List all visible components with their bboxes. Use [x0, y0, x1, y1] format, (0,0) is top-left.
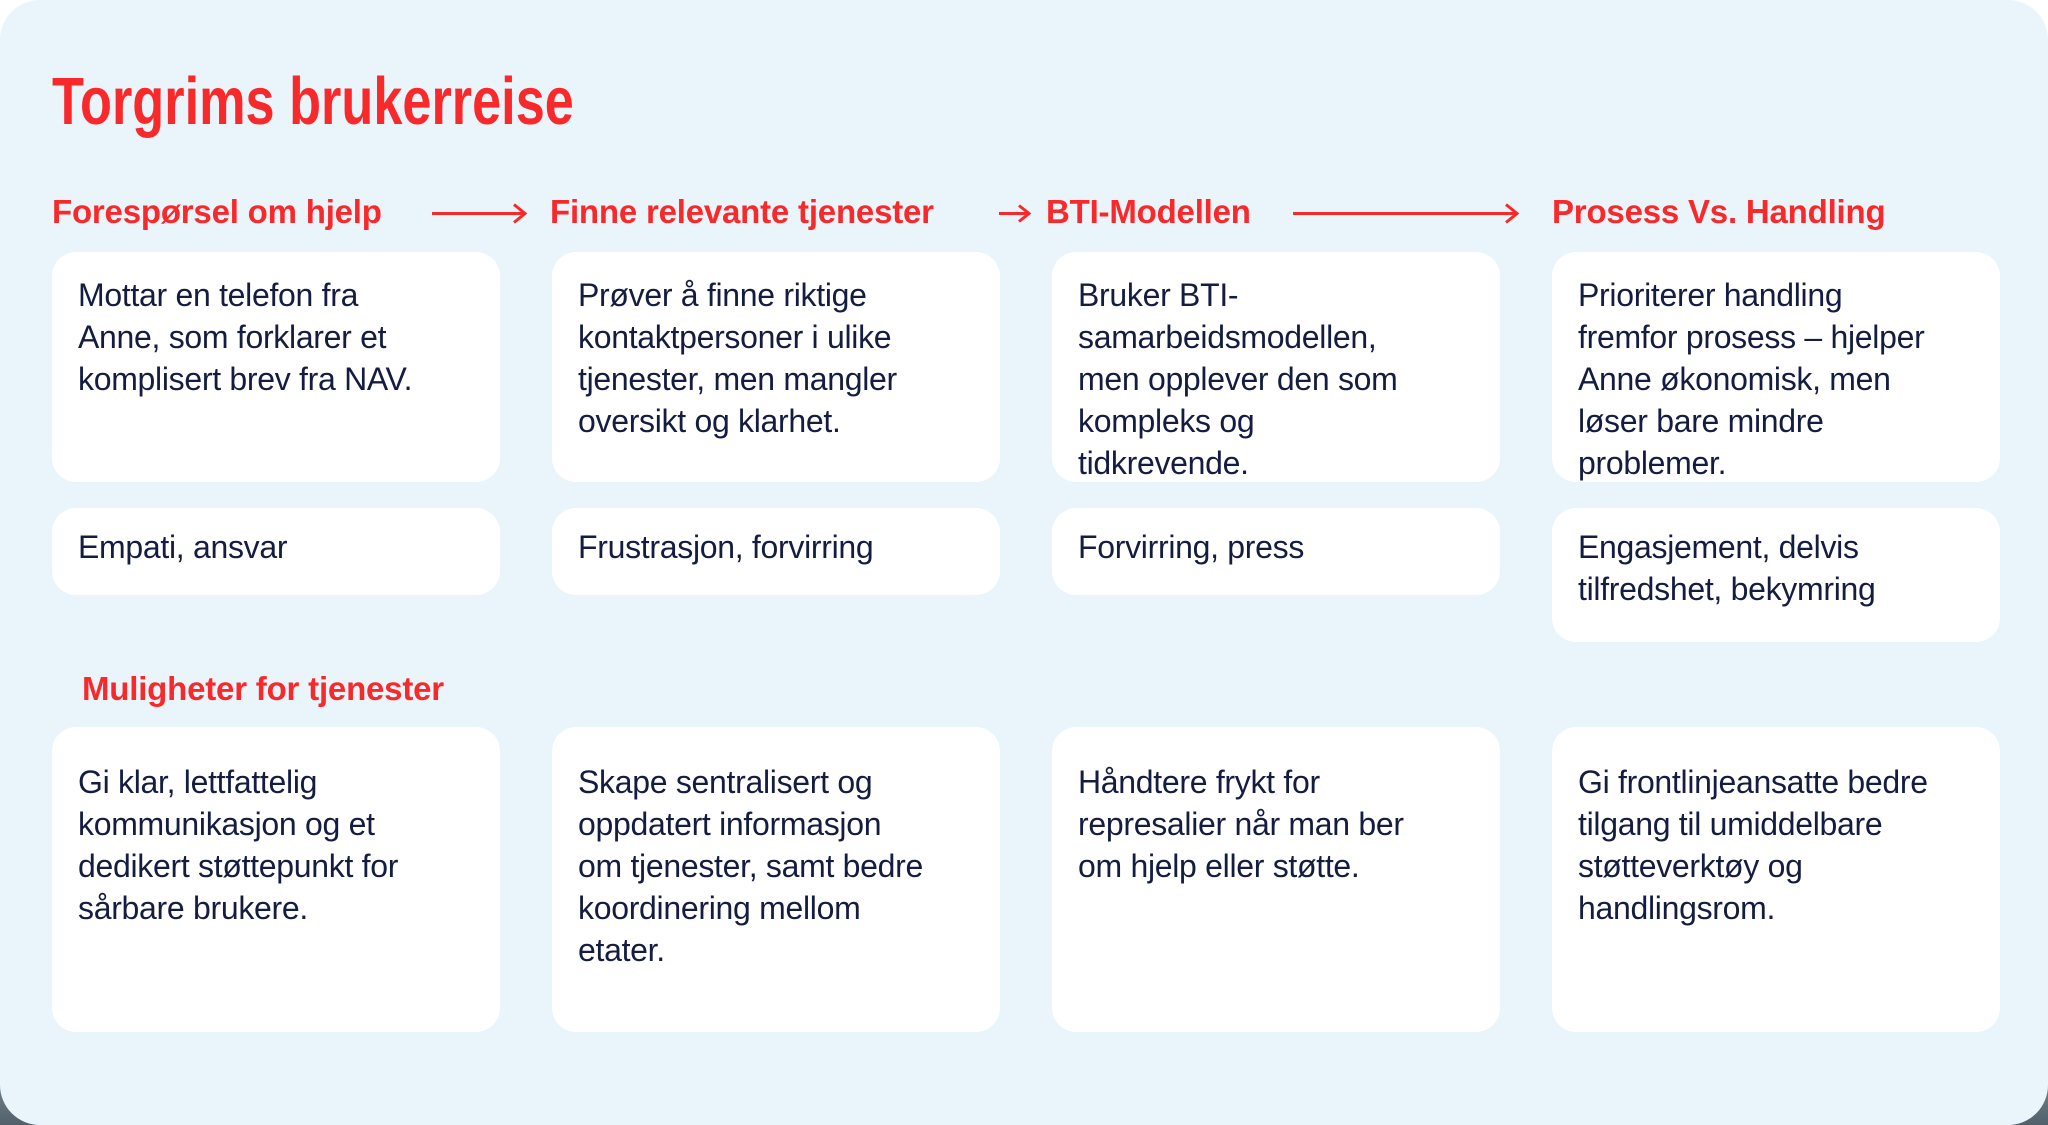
stage-header-1: Forespørsel om hjelp [52, 193, 382, 230]
stage-header-2: Finne relevante tjenester [550, 193, 934, 230]
opportunity-card-2: Skape sentralisert og oppdatert informas… [552, 727, 1000, 1032]
section-title: Muligheter for tjenester [82, 670, 444, 707]
arrow-right-icon [432, 203, 528, 224]
opportunity-card-1: Gi klar, lettfattelig kommunikasjon og e… [52, 727, 500, 1032]
experience-card-3: Bruker BTI- samarbeidsmodellen, men oppl… [1052, 252, 1500, 482]
emotion-card-1: Empati, ansvar [52, 508, 500, 595]
page-title: Torgrims brukerreise [52, 64, 574, 139]
emotion-card-4: Engasjement, delvis tilfredshet, bekymri… [1552, 508, 2000, 642]
experience-card-1: Mottar en telefon fra Anne, som forklare… [52, 252, 500, 482]
opportunity-card-4: Gi frontlinjeansatte bedre tilgang til u… [1552, 727, 2000, 1032]
opportunity-card-3: Håndtere frykt for represalier når man b… [1052, 727, 1500, 1032]
emotion-card-2: Frustrasjon, forvirring [552, 508, 1000, 595]
arrow-right-icon [999, 204, 1032, 223]
experience-card-2: Prøver å finne riktige kontaktpersoner i… [552, 252, 1000, 482]
experience-card-4: Prioriterer handling fremfor prosess – h… [1552, 252, 2000, 482]
emotion-card-3: Forvirring, press [1052, 508, 1500, 595]
stage-header-4: Prosess Vs. Handling [1552, 193, 1886, 230]
arrow-right-icon [1293, 203, 1520, 224]
stage-header-3: BTI-Modellen [1046, 193, 1251, 230]
